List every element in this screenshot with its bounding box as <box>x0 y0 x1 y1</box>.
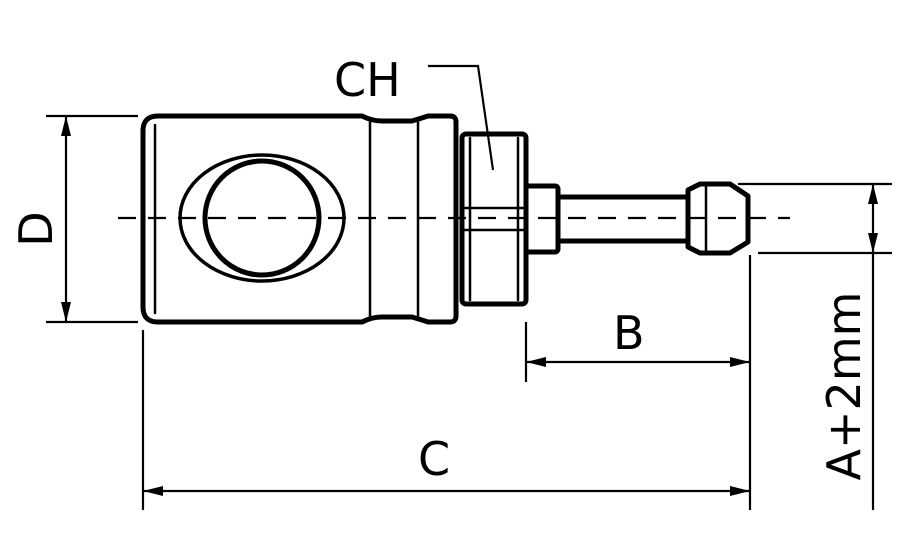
ch-leader <box>428 64 495 171</box>
dimension-b <box>524 255 752 510</box>
label-d: D <box>9 211 63 246</box>
label-a: A+2mm <box>817 292 871 481</box>
label-ch: CH <box>334 53 401 107</box>
hose-tail-shaft <box>555 194 691 244</box>
label-b: B <box>613 306 645 360</box>
barbed-tip <box>685 181 751 256</box>
dimension-c <box>141 330 750 510</box>
locking-window <box>178 153 346 283</box>
label-c: C <box>418 432 450 486</box>
dimension-d <box>46 114 138 324</box>
dimension-a <box>738 182 892 510</box>
